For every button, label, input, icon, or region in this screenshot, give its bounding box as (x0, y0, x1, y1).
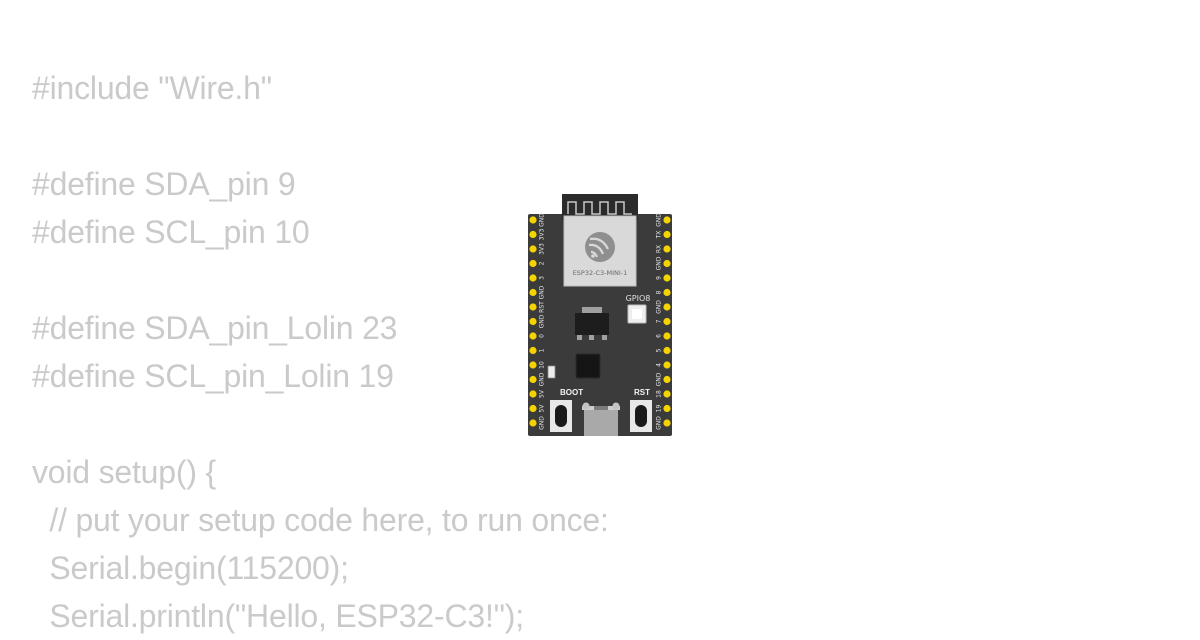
code-line: Serial.println("Hello, ESP32-C3!"); (32, 598, 524, 634)
right-header-pin[interactable] (663, 361, 671, 369)
right-header-pin[interactable] (663, 288, 671, 297)
right-pin-label: 4 (656, 363, 663, 367)
left-pin-label: GND (539, 213, 546, 227)
right-header-pin[interactable] (663, 230, 671, 239)
code-line: #define SDA_pin_Lolin 23 (32, 310, 398, 346)
voltage-regulator (575, 313, 609, 335)
right-pin-label: TX (656, 231, 663, 240)
code-line: #include "Wire.h" (32, 70, 272, 106)
left-pin-label: 5V (539, 389, 546, 398)
code-line: // put your setup code here, to run once… (32, 502, 609, 538)
rst-button[interactable] (630, 400, 652, 432)
left-header-pin[interactable] (529, 332, 537, 340)
left-pin-label: 2 (539, 261, 546, 265)
left-header-pin[interactable] (529, 274, 537, 282)
esp32-c3-devkit-board[interactable]: ESP32-C3-MINI-1 GPIO8 BOOT RST (526, 192, 674, 438)
right-pin-label: 9 (656, 276, 663, 280)
right-pin-label: GND (656, 372, 663, 386)
left-pin-label: GND (539, 372, 546, 386)
code-line: #define SCL_pin 10 (32, 214, 310, 250)
left-header-pin[interactable] (529, 303, 537, 311)
code-line (32, 112, 609, 160)
left-pin-label: GND (539, 285, 546, 299)
right-pin-label: GND (656, 300, 663, 314)
led-label: GPIO8 (626, 294, 651, 303)
rst-label: RST (634, 388, 650, 397)
right-header-pin[interactable] (663, 404, 671, 413)
left-pin-label: 3 (539, 276, 546, 280)
right-pin-label: 5 (656, 348, 663, 352)
module-label: ESP32-C3-MINI-1 (573, 269, 628, 277)
right-pin-label: 18 (656, 390, 663, 398)
left-header-pin[interactable] (529, 230, 537, 239)
right-header-pin[interactable] (663, 303, 671, 311)
code-line: void setup() { (32, 454, 216, 490)
left-header-pin[interactable] (529, 288, 537, 297)
right-pin-label: 7 (656, 319, 663, 323)
left-pin-label: 3V3 (539, 228, 546, 240)
smd-component (547, 365, 556, 379)
left-pin-label: 3V3 (539, 243, 546, 255)
code-line: #define SDA_pin 9 (32, 166, 296, 202)
left-header-pin[interactable] (529, 317, 537, 326)
code-line: #define SCL_pin_Lolin 19 (32, 358, 394, 394)
usb-connector (582, 402, 620, 436)
left-pin-label: 5V (539, 404, 546, 413)
right-pin-label: RX (656, 245, 663, 253)
right-pin-label: GND (656, 416, 663, 430)
right-pin-label: GND (656, 256, 663, 270)
boot-button[interactable] (550, 400, 572, 432)
right-header-pin[interactable] (663, 419, 671, 427)
right-header-pin[interactable] (663, 375, 671, 384)
right-header-pin[interactable] (663, 274, 671, 282)
right-pin-label: 19 (656, 405, 663, 413)
right-header-pin[interactable] (663, 390, 671, 398)
right-pin-label: GND (656, 213, 663, 227)
right-header-pin[interactable] (663, 259, 671, 268)
code-line (32, 256, 609, 304)
right-header-pin[interactable] (663, 346, 671, 355)
left-header-pin[interactable] (529, 245, 537, 253)
boot-label: BOOT (560, 388, 583, 397)
left-header-pin[interactable] (529, 346, 537, 355)
left-header-pin[interactable] (529, 361, 537, 369)
espressif-logo-icon (585, 232, 615, 262)
right-header-pin[interactable] (663, 245, 671, 253)
left-pin-label: 0 (539, 334, 546, 338)
antenna-trace (567, 201, 632, 215)
left-pin-label: 1 (539, 348, 546, 352)
left-pin-label: GND (539, 314, 546, 328)
left-header-pin[interactable] (529, 375, 537, 384)
left-header-pin[interactable] (529, 390, 537, 398)
right-pin-label: 6 (656, 334, 663, 338)
right-pin-label: 8 (656, 290, 663, 294)
right-header-pin[interactable] (663, 317, 671, 326)
left-header-pin[interactable] (529, 404, 537, 413)
left-header-pin[interactable] (529, 259, 537, 268)
right-header-pin[interactable] (663, 216, 671, 224)
code-editor: #include "Wire.h" #define SDA_pin 9 #def… (32, 64, 609, 640)
code-line: Serial.begin(115200); (32, 550, 349, 586)
usb-chip (575, 353, 601, 379)
right-header-pin[interactable] (663, 332, 671, 340)
left-pin-label: GND (539, 416, 546, 430)
left-header-pin[interactable] (529, 419, 537, 427)
code-line (32, 400, 609, 448)
left-header-pin[interactable] (529, 216, 537, 224)
left-pin-label: 10 (539, 361, 546, 369)
left-pin-label: RST (539, 301, 546, 313)
